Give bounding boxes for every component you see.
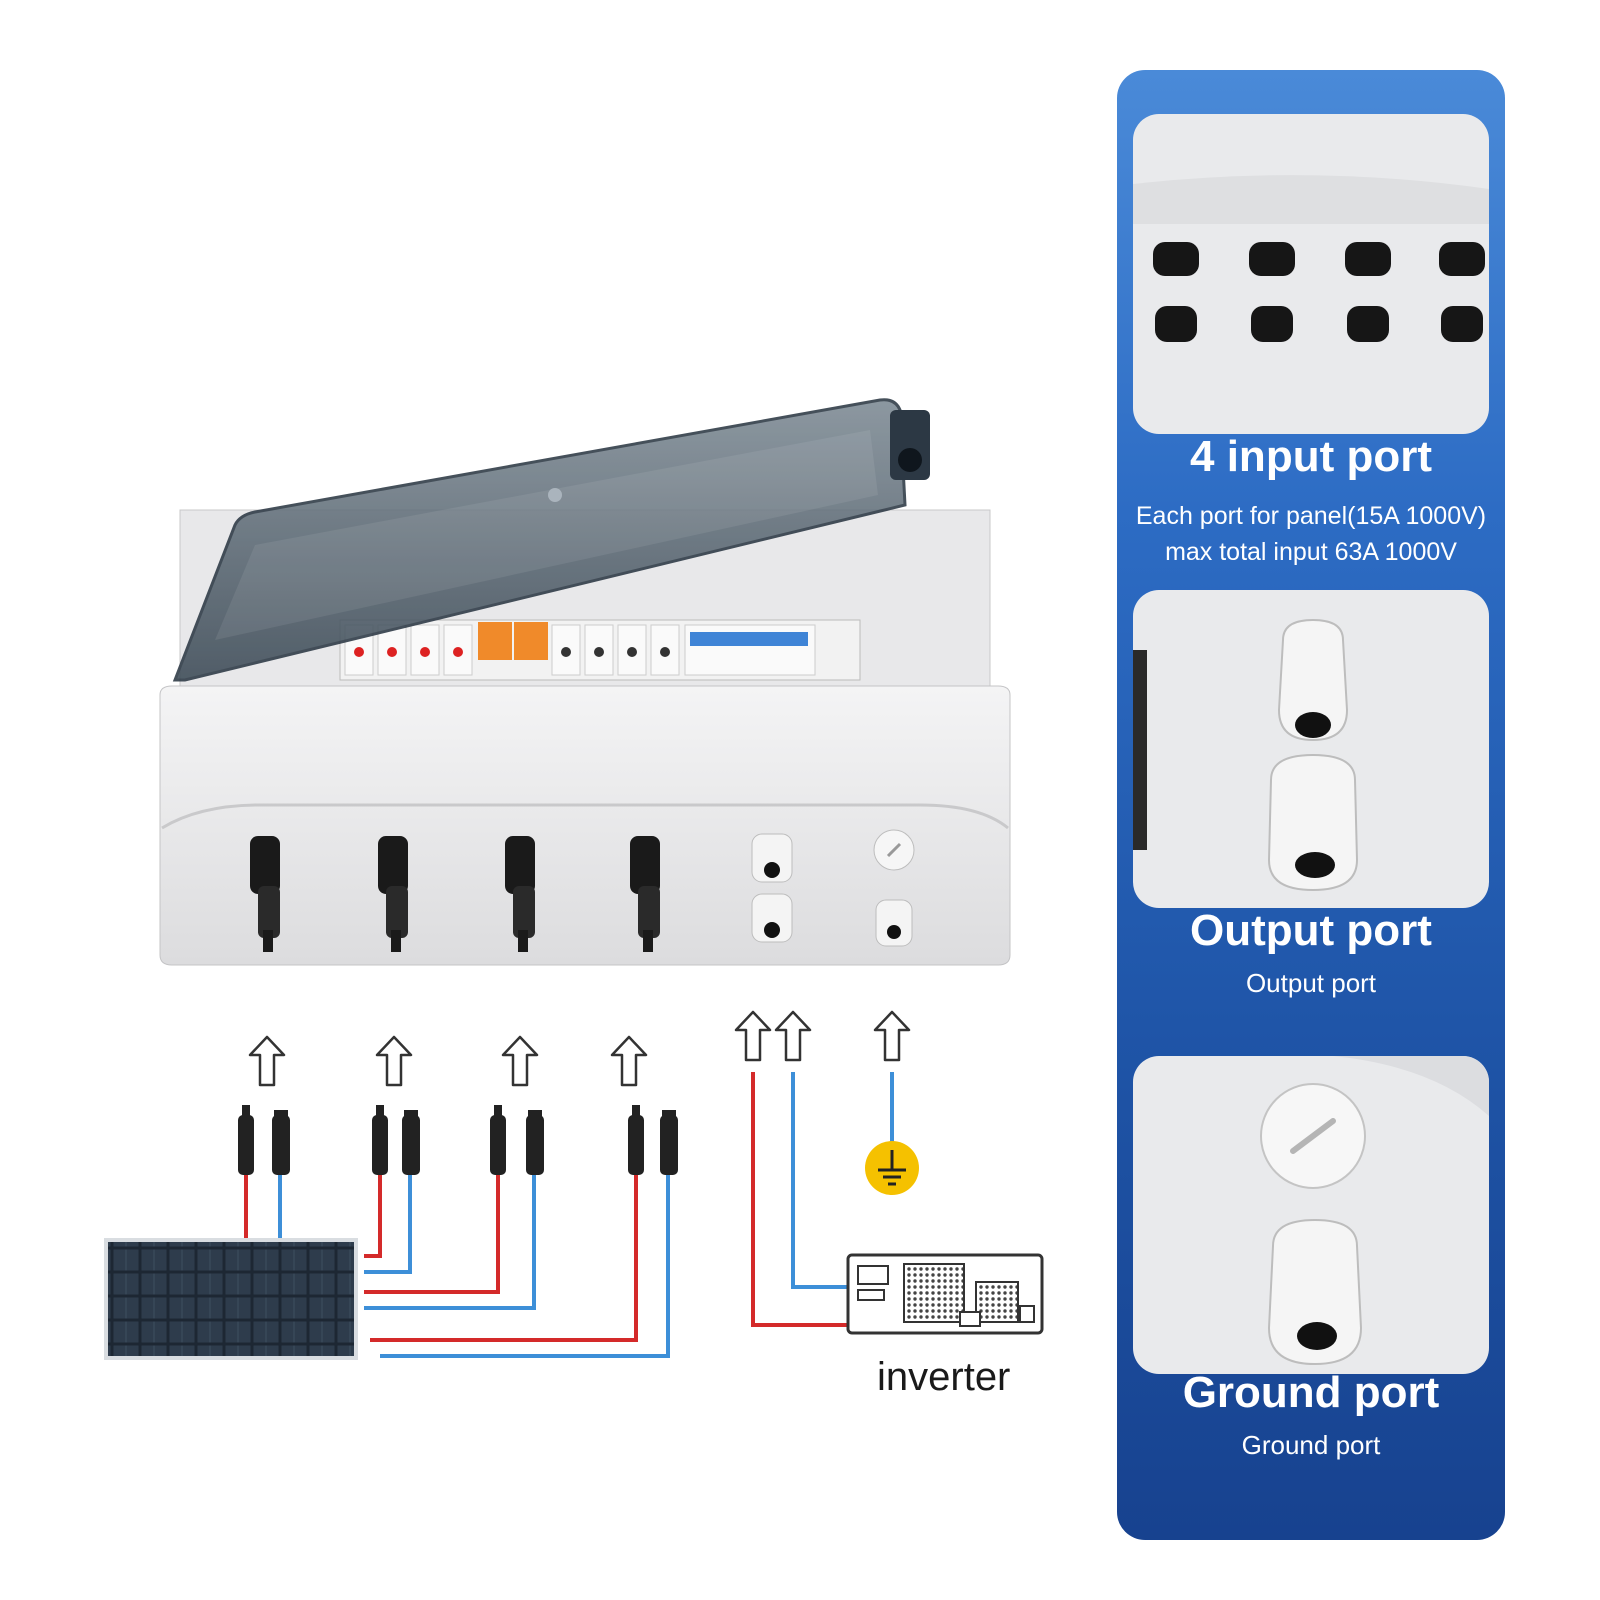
input-connector-icon bbox=[1153, 242, 1199, 276]
input-connector-icon bbox=[1249, 242, 1295, 276]
arrow-up-icon bbox=[734, 1010, 772, 1062]
ground-gland-icon bbox=[1267, 1218, 1363, 1366]
inverter-icon bbox=[846, 1253, 1044, 1335]
box-mc4-connector-3 bbox=[505, 836, 535, 952]
box-output-gland-2 bbox=[751, 893, 793, 943]
negative-wire bbox=[380, 1175, 670, 1358]
box-mc4-connector-2 bbox=[378, 836, 408, 952]
solar-panel bbox=[104, 1238, 358, 1360]
input-port-spec-line1: Each port for panel(15A 1000V) bbox=[1135, 502, 1487, 530]
ground-symbol-icon bbox=[865, 1141, 919, 1195]
positive-wire bbox=[751, 1072, 848, 1327]
output-port-photo bbox=[1133, 590, 1489, 908]
ground-port-title: Ground port bbox=[1182, 1368, 1440, 1417]
input-port-photo bbox=[1133, 114, 1489, 434]
box-ground-gland bbox=[875, 899, 913, 947]
input-port-spec-line2: max total input 63A 1000V bbox=[1165, 538, 1457, 566]
mc4-pair-1 bbox=[238, 1105, 290, 1175]
output-port-subtitle: Output port bbox=[1245, 968, 1377, 998]
input-connector-icon bbox=[1347, 306, 1389, 342]
arrow-up-icon bbox=[610, 1035, 648, 1087]
mc4-pair-2 bbox=[372, 1105, 420, 1175]
output-gland-icon bbox=[1277, 618, 1349, 742]
positive-wire bbox=[364, 1175, 500, 1294]
ground-port-photo bbox=[1133, 1056, 1489, 1374]
feature-panel: 4 input port Each port for panel(15A 100… bbox=[1117, 70, 1505, 1540]
arrow-up-icon bbox=[873, 1010, 911, 1062]
input-connector-icon bbox=[1345, 242, 1391, 276]
input-connector-icon bbox=[1441, 306, 1483, 342]
mc4-pair-4 bbox=[628, 1105, 678, 1175]
negative-wire bbox=[791, 1072, 848, 1289]
negative-wire bbox=[364, 1175, 412, 1274]
box-mc4-connector-4 bbox=[630, 836, 660, 952]
output-gland-icon bbox=[1267, 753, 1359, 892]
output-port-title: Output port bbox=[1190, 906, 1432, 955]
box-ground-plug bbox=[873, 829, 915, 871]
breaker-row bbox=[339, 619, 861, 681]
combiner-box bbox=[159, 398, 1011, 966]
negative-wire bbox=[364, 1175, 536, 1310]
input-connector-icon bbox=[1155, 306, 1197, 342]
arrow-up-icon bbox=[774, 1010, 812, 1062]
input-port-title: 4 input port bbox=[1190, 432, 1432, 481]
arrow-up-icon bbox=[248, 1035, 286, 1087]
arrow-up-icon bbox=[375, 1035, 413, 1087]
mc4-pair-3 bbox=[490, 1105, 544, 1175]
box-mc4-connector-1 bbox=[250, 836, 280, 952]
box-output-gland-1 bbox=[751, 833, 793, 883]
arrow-up-icon bbox=[501, 1035, 539, 1087]
input-connector-icon bbox=[1251, 306, 1293, 342]
inverter-label: inverter bbox=[877, 1355, 1011, 1399]
input-connector-icon bbox=[1439, 242, 1485, 276]
positive-wire bbox=[364, 1175, 382, 1258]
ground-plug-icon bbox=[1260, 1083, 1366, 1189]
ground-port-subtitle: Ground port bbox=[1241, 1430, 1381, 1460]
positive-wire bbox=[370, 1175, 638, 1342]
